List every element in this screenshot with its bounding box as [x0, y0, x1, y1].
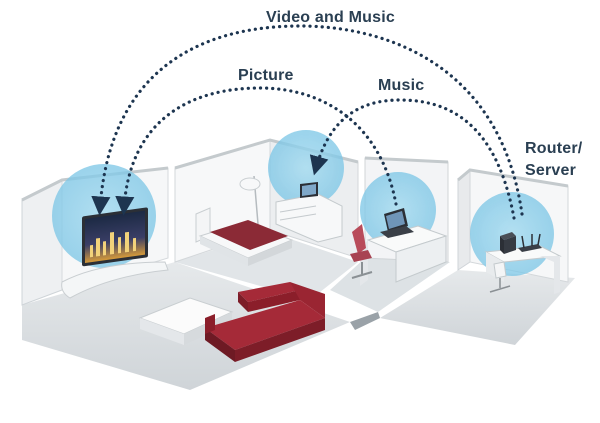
router-label-line2: Server	[525, 162, 577, 179]
sofa	[205, 282, 325, 362]
tv-stand	[61, 261, 169, 299]
photo-frame-coverage-bubble	[268, 130, 344, 206]
nas-server-icon	[500, 232, 516, 254]
living-room-furniture	[61, 207, 325, 362]
server-room-furniture	[484, 232, 562, 294]
server-room-floor	[380, 270, 575, 345]
room-divider-shadow	[350, 312, 380, 330]
stream-arrows	[91, 24, 524, 220]
music-arrow	[309, 98, 516, 220]
office-furniture	[350, 208, 448, 286]
router-icon	[518, 233, 542, 252]
flat-screen-tv-icon	[82, 207, 148, 267]
picture-arrow	[115, 86, 398, 216]
floor-lamp	[239, 177, 261, 191]
digital-photo-frame-icon	[300, 182, 318, 198]
video-music-arrow	[91, 24, 524, 216]
music-label: Music	[378, 77, 425, 94]
router-label-line1: Router/	[525, 140, 583, 157]
router-server-label: Router/ Server	[525, 138, 582, 182]
server-room-left-wall	[457, 168, 471, 271]
picture-label: Picture	[238, 67, 294, 84]
video-and-music-label: Video and Music	[266, 9, 395, 26]
server-room-chair	[489, 261, 511, 293]
office-chair	[350, 224, 373, 279]
bed	[195, 207, 294, 266]
bedroom-furniture	[195, 175, 343, 266]
laptop-icon	[380, 208, 414, 238]
